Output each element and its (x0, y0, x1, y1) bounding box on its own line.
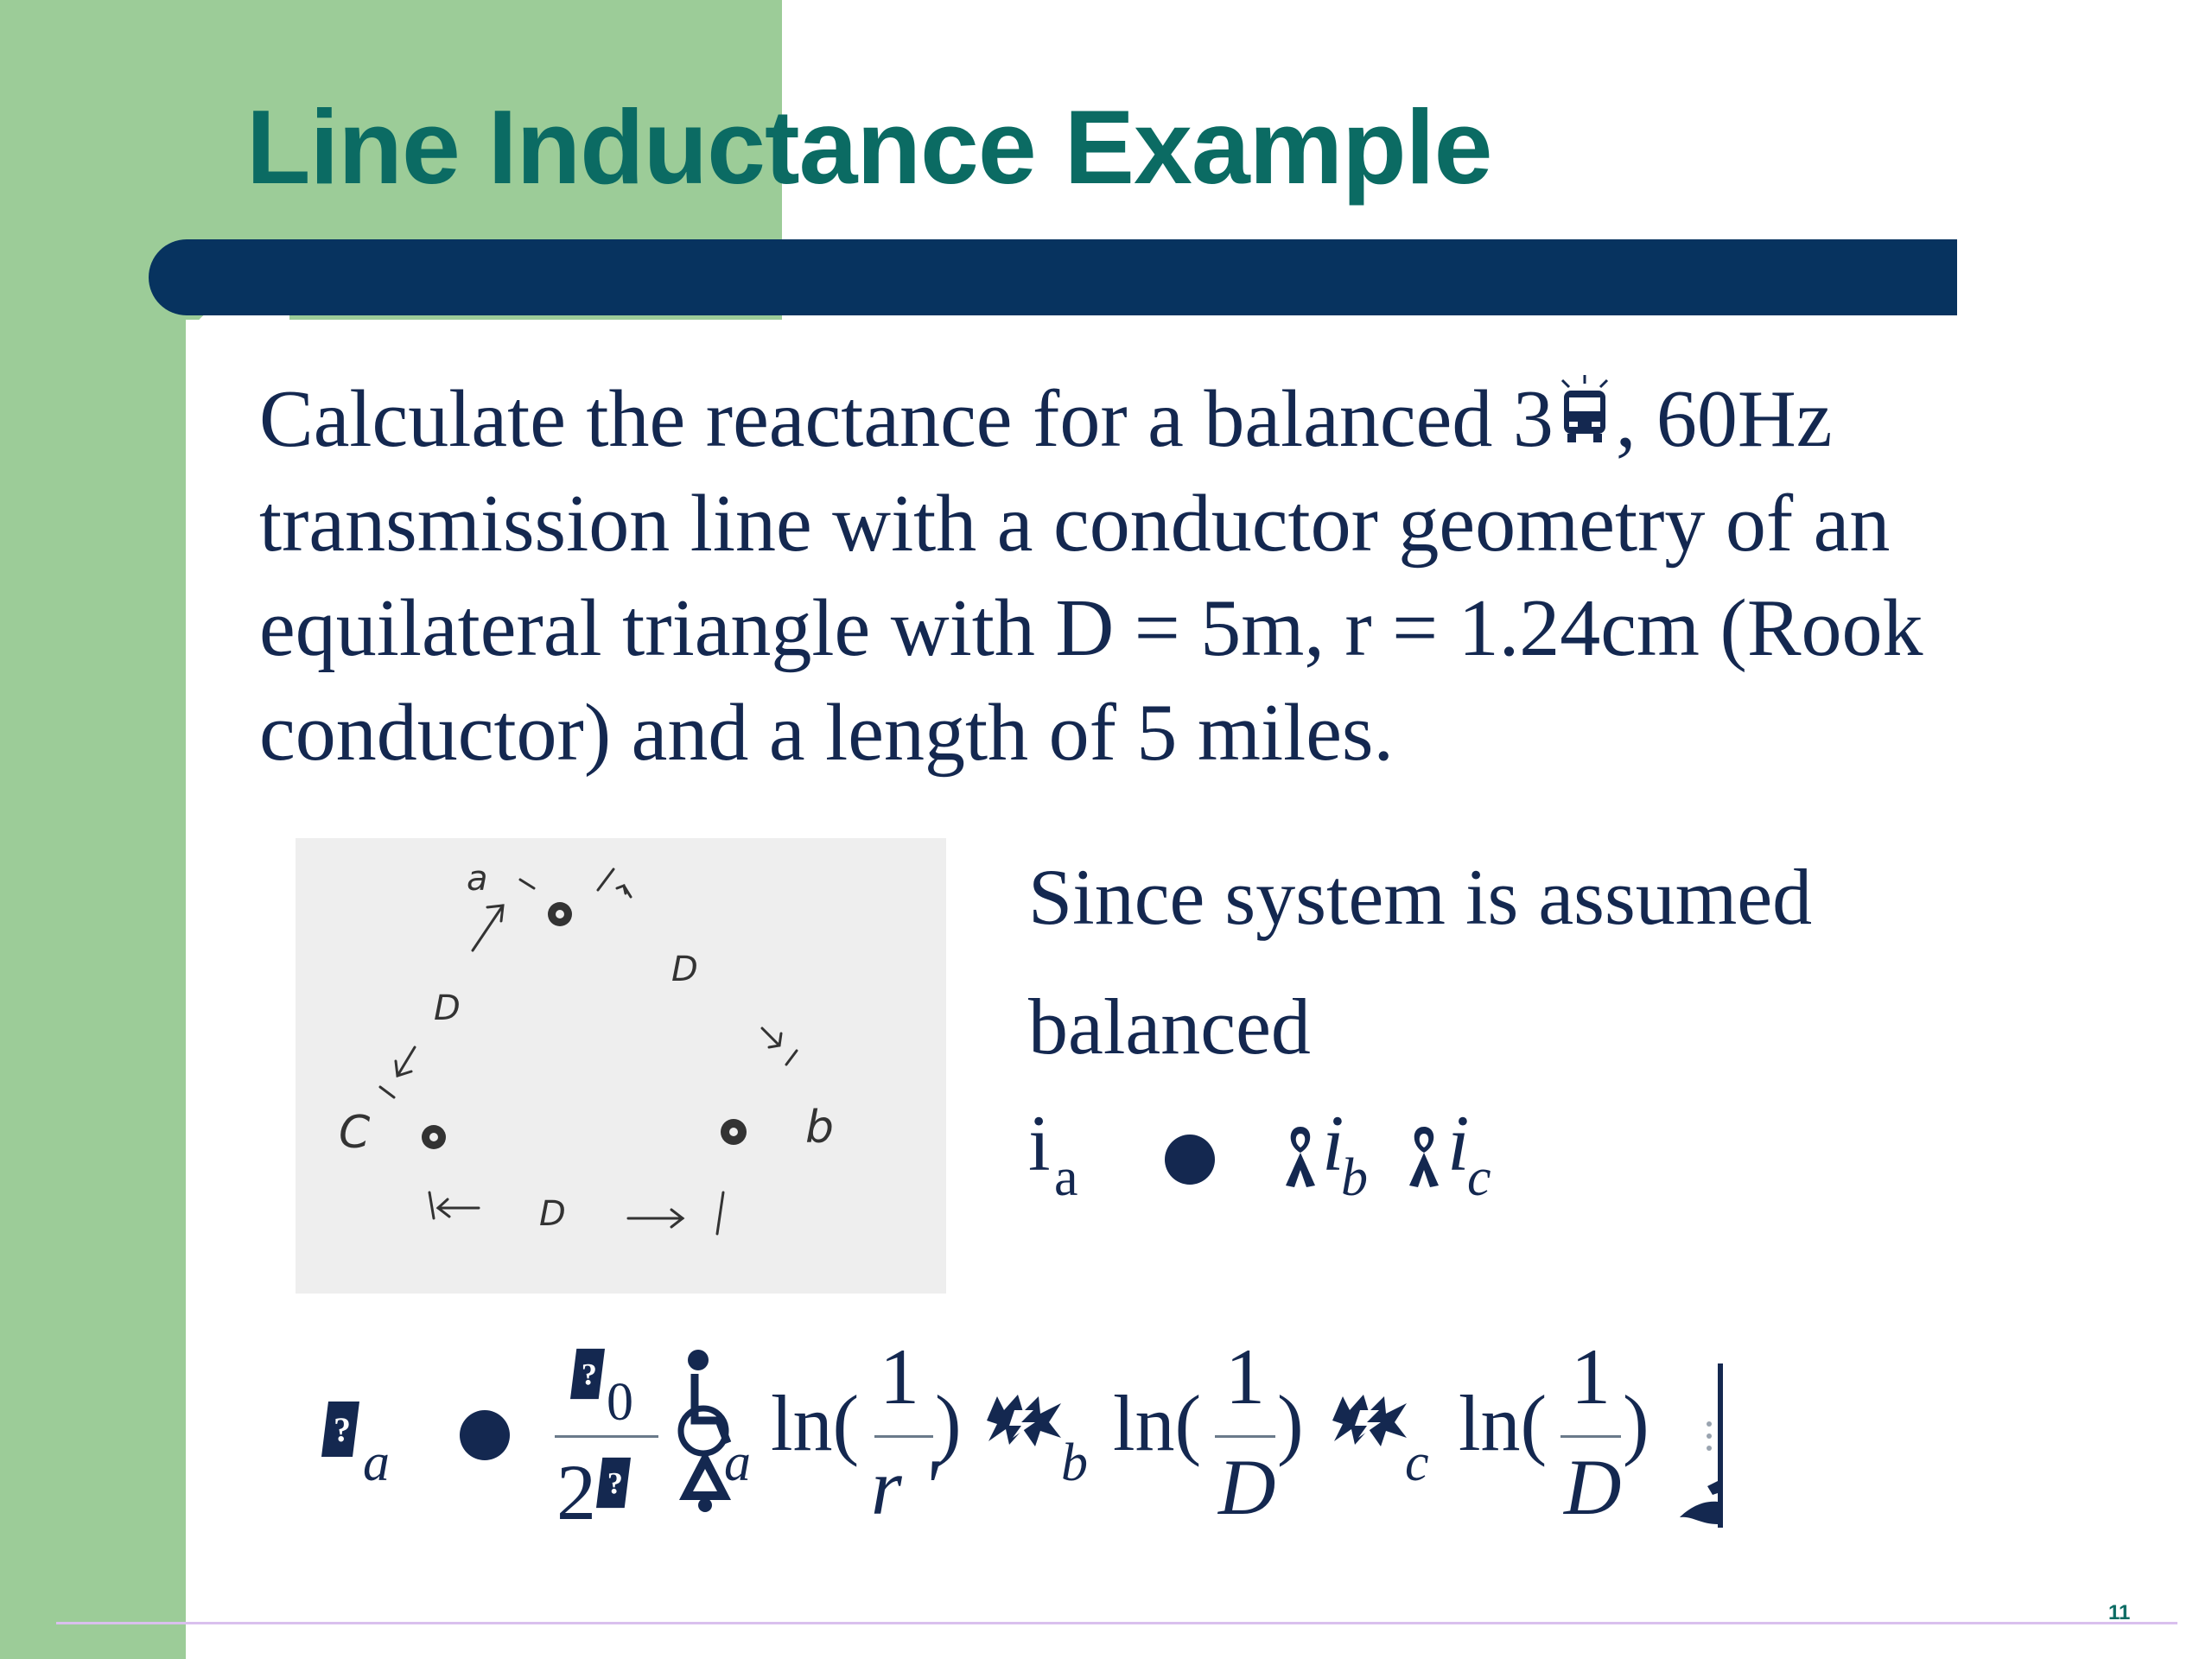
balanced-note-line-1: Since system is assumed (1028, 853, 1813, 941)
mu-subscript: 0 (607, 1373, 633, 1432)
svg-text:?: ? (607, 1466, 623, 1501)
close-paren-3: ) (1623, 1379, 1649, 1467)
i-c-subscript: c (1405, 1433, 1429, 1492)
current-ib-symbol: i (1322, 1099, 1344, 1187)
lhs-subscript: a (363, 1433, 390, 1492)
node-label-a: a (467, 859, 488, 899)
problem-line-1b: , 60Hz (1615, 374, 1833, 464)
green-left-strip (0, 0, 186, 1659)
wheelchair-glyph-icon (677, 1350, 732, 1512)
ln-label-1: ln( (771, 1379, 860, 1467)
burst-glyph-icon (1332, 1395, 1407, 1446)
fraction-bar (555, 1435, 658, 1438)
numerator-one-1: 1 (880, 1332, 919, 1421)
fraction-bar (874, 1435, 933, 1438)
node-label-c: C (339, 1107, 371, 1159)
distance-label-d-bottom: D (539, 1194, 566, 1234)
ln-label-3: ln( (1459, 1379, 1548, 1467)
current-ia-symbol: i (1028, 1099, 1051, 1187)
equals-glyph-icon (1165, 1135, 1215, 1185)
close-paren-1: ) (935, 1379, 962, 1467)
node-label-b: b (805, 1102, 834, 1154)
current-ic-subscript: c (1467, 1148, 1491, 1207)
svg-text:?: ? (582, 1357, 597, 1392)
numerator-one-3: 1 (1571, 1332, 1611, 1421)
title-underline-bar (149, 239, 1957, 315)
missing-glyph-icon: ? (321, 1402, 359, 1457)
ln-label-2: ln( (1113, 1379, 1202, 1467)
burst-glyph-icon (987, 1395, 1061, 1446)
denominator-r-prime: r ' (871, 1443, 939, 1531)
problem-line-1a: Calculate the reactance for a balanced 3 (259, 374, 1554, 464)
conductor-geometry-sketch: a D D C b D (296, 838, 946, 1294)
footer-divider (56, 1622, 2177, 1624)
problem-statement: Calculate the reactance for a balanced 3… (259, 367, 2108, 785)
svg-text:?: ? (334, 1410, 351, 1449)
current-ia-subscript: a (1054, 1148, 1078, 1207)
slide-title: Line Inductance Example (246, 88, 1492, 206)
i-b-subscript: b (1061, 1433, 1088, 1492)
current-ib-subscript: b (1341, 1148, 1368, 1207)
close-paren-2: ) (1277, 1379, 1304, 1467)
fraction-bar (1215, 1435, 1275, 1438)
distance-label-d-right: D (671, 950, 698, 989)
missing-glyph-icon: ? (596, 1457, 631, 1509)
denominator-two: 2 (556, 1448, 596, 1536)
current-ic-symbol: i (1447, 1099, 1470, 1187)
phase-glyph-icon (1560, 375, 1608, 442)
fraction-bar (1560, 1435, 1621, 1438)
denominator-d-2: D (1564, 1443, 1622, 1531)
problem-line-3: equilateral triangle with D = 5m, r = 1.… (259, 583, 1923, 673)
i-a-subscript: a (724, 1433, 751, 1492)
page-number: 11 (2108, 1601, 2131, 1624)
balanced-note-line-2: balanced (1028, 982, 1311, 1071)
ribbon-glyph-icon (1409, 1127, 1439, 1187)
problem-line-4: conductor) and a length of 5 miles. (259, 688, 1395, 778)
world-glyph-icon (1680, 1363, 1723, 1528)
ribbon-glyph-icon (1286, 1127, 1315, 1187)
numerator-one-2: 1 (1225, 1332, 1265, 1421)
distance-label-d-left: D (434, 988, 461, 1028)
equals-glyph-icon (460, 1410, 510, 1460)
denominator-d-1: D (1218, 1443, 1276, 1531)
problem-line-2: transmission line with a conductor geome… (259, 479, 1891, 569)
flux-linkage-formula: ? a ? 0 2 ? a ln( 1 r ' ) b ln( 1 D ) c … (311, 1331, 1745, 1547)
missing-glyph-icon: ? (570, 1348, 605, 1400)
content-corner (186, 302, 289, 406)
